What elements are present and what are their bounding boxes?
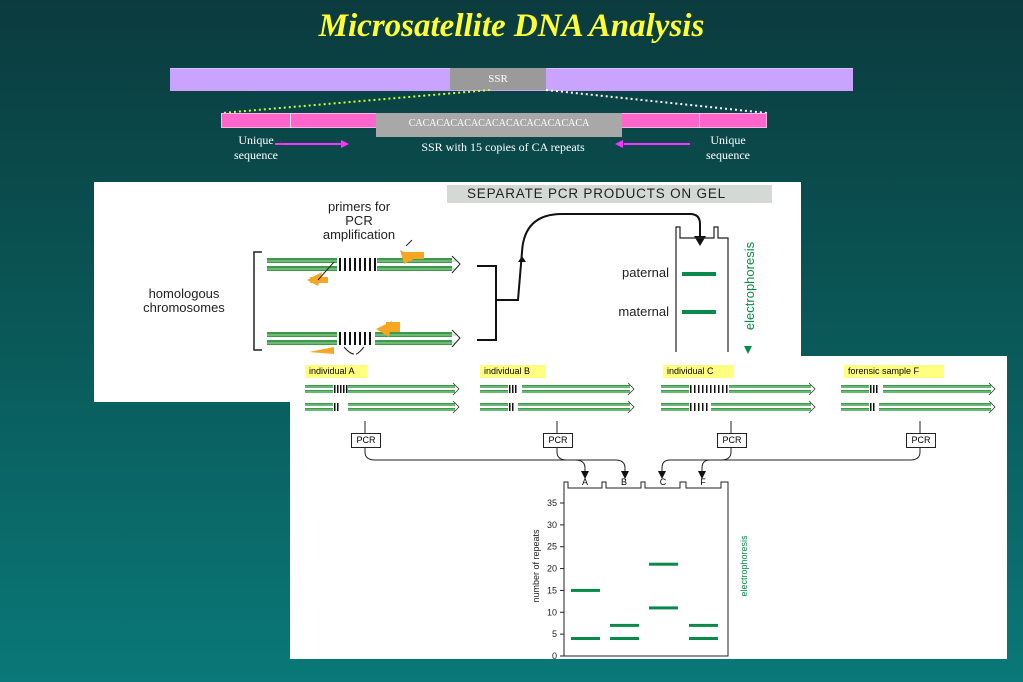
individual-a-label: individual A — [305, 365, 367, 378]
left-unique-label: Unique sequence — [234, 133, 278, 162]
forensic-comparison-panel: individual A individual B individual C f… — [290, 356, 1007, 659]
electrophoresis-label: electrophoresis — [742, 226, 758, 346]
maternal-band — [682, 310, 716, 314]
homologous-label-line: chromosomes — [143, 300, 225, 315]
bracket-icon — [253, 251, 262, 351]
pcr-box-f: PCR — [906, 433, 936, 448]
maternal-label: maternal — [618, 304, 669, 319]
individual-c-label: individual C — [663, 365, 733, 378]
chromosomes-f — [840, 382, 996, 414]
gel-outline — [563, 481, 729, 657]
forensic-sample-f-label: forensic sample F — [844, 365, 944, 378]
lane-label-f: F — [700, 477, 706, 487]
gel-band-f — [689, 637, 718, 641]
gel-band-b — [610, 637, 639, 641]
pink-divider — [699, 113, 700, 128]
right-unique-label: Unique sequence — [706, 133, 750, 162]
primers-label: primers for PCR amplification — [309, 200, 409, 242]
forensic-diagram: 0 5 10 15 20 25 30 35 — [304, 382, 996, 659]
arrow-down-icon — [744, 346, 752, 354]
chromosomes-c — [660, 382, 816, 414]
chromosome-1 — [267, 255, 461, 274]
homologous-label-line: homologous — [148, 286, 220, 301]
chromosome-diagram — [253, 213, 752, 355]
chromosomes-b — [479, 382, 635, 414]
ssr-caption: SSR with 15 copies of CA repeats — [421, 140, 585, 154]
left-arrowhead-icon — [615, 140, 623, 148]
gel-band-c — [649, 606, 678, 610]
paternal-band — [682, 272, 716, 276]
lane-label-c: C — [659, 477, 667, 487]
gel-bands — [571, 562, 718, 641]
gel-band-a — [571, 588, 600, 592]
repeat-sequence-box: CACACACACACACACACACACACACA — [376, 113, 622, 137]
y-tick-label: 25 — [547, 542, 557, 552]
y-tick-label: 10 — [547, 607, 557, 617]
primers-label-line: primers for — [327, 199, 391, 214]
gel-band-a — [571, 637, 600, 641]
primers-label-line: amplification — [322, 227, 396, 242]
gel-band-b — [610, 623, 639, 627]
pink-divider — [290, 113, 291, 128]
ssr-label: SSR — [450, 68, 546, 90]
primer-arrow-icons — [307, 250, 424, 354]
panel-header: SEPARATE PCR PRODUCTS ON GEL — [447, 185, 772, 203]
y-tick-label: 15 — [547, 585, 557, 595]
gel-band-c — [649, 562, 678, 566]
paternal-label: paternal — [622, 265, 669, 280]
right-arrowhead-icon — [341, 140, 349, 148]
lane-label-b: B — [620, 477, 627, 487]
homologous-label: homologous chromosomes — [124, 287, 244, 315]
y-tick-label: 5 — [552, 629, 557, 639]
y-axis-label: number of repeats — [531, 529, 541, 603]
slide-title: Microsatellite DNA Analysis — [318, 8, 705, 44]
y-tick-label: 35 — [547, 498, 557, 508]
pcr-box-b: PCR — [543, 433, 573, 448]
gel-y-axis: 0 5 10 15 20 25 30 35 — [547, 498, 564, 659]
y-tick-label: 30 — [547, 520, 557, 530]
pcr-box-a: PCR — [351, 433, 381, 448]
pcr-box-c: PCR — [717, 433, 747, 448]
gel-band-f — [689, 623, 718, 627]
chromosome-2 — [267, 329, 461, 348]
lane-label-a: A — [581, 477, 588, 487]
individual-b-label: individual B — [480, 365, 546, 378]
y-tick-label: 0 — [552, 651, 557, 659]
primers-label-line: PCR — [345, 213, 373, 228]
electrophoresis-label: electrophoresis — [738, 516, 750, 616]
y-tick-label: 20 — [547, 564, 557, 574]
chromosomes-a — [304, 382, 460, 414]
